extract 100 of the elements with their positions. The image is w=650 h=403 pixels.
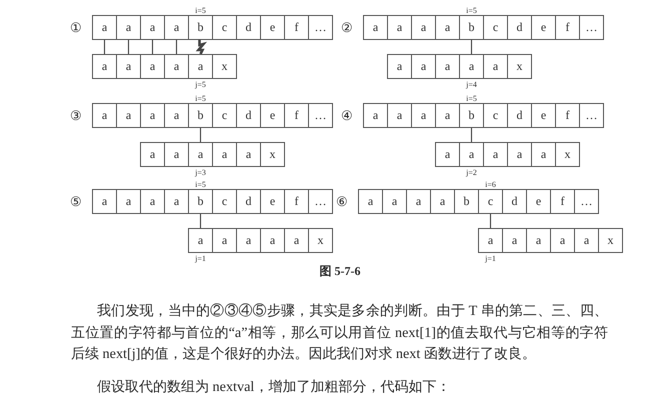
index-label: i=5: [466, 94, 477, 103]
character-cell: c: [212, 103, 237, 128]
figure-caption: 图 5-7-6: [320, 264, 360, 278]
body-paragraph: 假设取代的数组为 nextval，增加了加粗部分，代码如下：: [96, 378, 452, 396]
character-cell: a: [574, 228, 599, 253]
character-cell: a: [188, 142, 213, 167]
character-cell: a: [140, 142, 165, 167]
character-cell: b: [188, 15, 213, 40]
character-cell: a: [411, 103, 436, 128]
character-cell: d: [236, 189, 261, 214]
character-cell: a: [382, 189, 407, 214]
character-cell: a: [478, 228, 503, 253]
character-cell: …: [308, 15, 333, 40]
character-cell: a: [358, 189, 383, 214]
character-cell: c: [483, 15, 508, 40]
character-cell: e: [531, 15, 556, 40]
character-cell: a: [212, 142, 237, 167]
character-cell: d: [502, 189, 527, 214]
character-cell: a: [411, 15, 436, 40]
index-label: i=5: [195, 180, 206, 189]
character-cell: a: [164, 142, 189, 167]
character-cell: e: [526, 189, 551, 214]
character-cell: a: [483, 142, 508, 167]
character-cell: d: [507, 15, 532, 40]
index-label: i=6: [485, 180, 496, 189]
connector-line: [104, 40, 106, 54]
character-cell: a: [116, 54, 141, 79]
character-cell: a: [92, 15, 117, 40]
character-cell: a: [363, 103, 388, 128]
character-cell: a: [236, 228, 261, 253]
character-cell: a: [92, 54, 117, 79]
connector-line: [152, 40, 154, 54]
character-cell: x: [260, 142, 285, 167]
index-label: j=1: [485, 254, 496, 263]
index-label: j=2: [466, 168, 477, 177]
character-cell: a: [435, 142, 460, 167]
connector-line: [128, 40, 130, 54]
character-cell: a: [116, 15, 141, 40]
character-cell: a: [531, 142, 556, 167]
index-label: j=4: [466, 80, 477, 89]
step-number: ⑥: [336, 194, 348, 209]
character-cell: a: [550, 228, 575, 253]
character-cell: e: [260, 15, 285, 40]
character-cell: c: [212, 15, 237, 40]
connector-line: [490, 214, 492, 228]
body-paragraph: 我们发现，当中的②③④⑤步骤，其实是多余的判断。由于 T 串的第二、三、四、五位置的字符都与首位的“a”相等，那么可以用首位 next[1]的值去取代与它相等的字符后续 next[j]的值，这是个很好的办法。因此我们对求 next 函数进行了改良。: [71, 302, 608, 364]
character-cell: f: [284, 189, 309, 214]
step-number: ①: [70, 20, 82, 35]
character-cell: b: [459, 103, 484, 128]
step-number: ⑤: [70, 194, 82, 209]
character-cell: …: [574, 189, 599, 214]
character-cell: d: [236, 103, 261, 128]
character-cell: a: [459, 142, 484, 167]
character-cell: x: [598, 228, 623, 253]
character-cell: a: [140, 54, 165, 79]
character-cell: d: [507, 103, 532, 128]
index-label: j=1: [195, 254, 206, 263]
character-cell: f: [550, 189, 575, 214]
character-cell: a: [387, 103, 412, 128]
character-cell: a: [507, 142, 532, 167]
character-cell: a: [284, 228, 309, 253]
connector-line: [470, 128, 472, 142]
index-label: i=5: [195, 6, 206, 15]
character-cell: a: [140, 15, 165, 40]
character-cell: …: [308, 103, 333, 128]
character-cell: c: [212, 189, 237, 214]
index-label: j=5: [195, 80, 206, 89]
connector-line: [176, 40, 178, 54]
index-label: j=3: [195, 168, 206, 177]
character-cell: a: [387, 54, 412, 79]
character-cell: a: [164, 15, 189, 40]
character-cell: a: [526, 228, 551, 253]
character-cell: a: [140, 103, 165, 128]
character-cell: a: [387, 15, 412, 40]
character-cell: b: [459, 15, 484, 40]
character-cell: a: [459, 54, 484, 79]
character-cell: b: [188, 103, 213, 128]
character-cell: f: [555, 103, 580, 128]
character-cell: a: [92, 103, 117, 128]
character-cell: a: [116, 189, 141, 214]
character-cell: a: [406, 189, 431, 214]
character-cell: b: [454, 189, 479, 214]
connector-line: [200, 214, 202, 228]
character-cell: x: [212, 54, 237, 79]
character-cell: a: [140, 189, 165, 214]
character-cell: …: [579, 15, 604, 40]
character-cell: a: [164, 189, 189, 214]
character-cell: a: [236, 142, 261, 167]
character-cell: a: [435, 54, 460, 79]
character-cell: b: [188, 189, 213, 214]
character-cell: a: [188, 228, 213, 253]
character-cell: a: [164, 54, 189, 79]
character-cell: e: [531, 103, 556, 128]
character-cell: a: [483, 54, 508, 79]
character-cell: e: [260, 103, 285, 128]
step-number: ③: [70, 108, 82, 123]
character-cell: a: [430, 189, 455, 214]
zigzag-line: [196, 40, 208, 55]
character-cell: f: [284, 103, 309, 128]
character-cell: x: [507, 54, 532, 79]
